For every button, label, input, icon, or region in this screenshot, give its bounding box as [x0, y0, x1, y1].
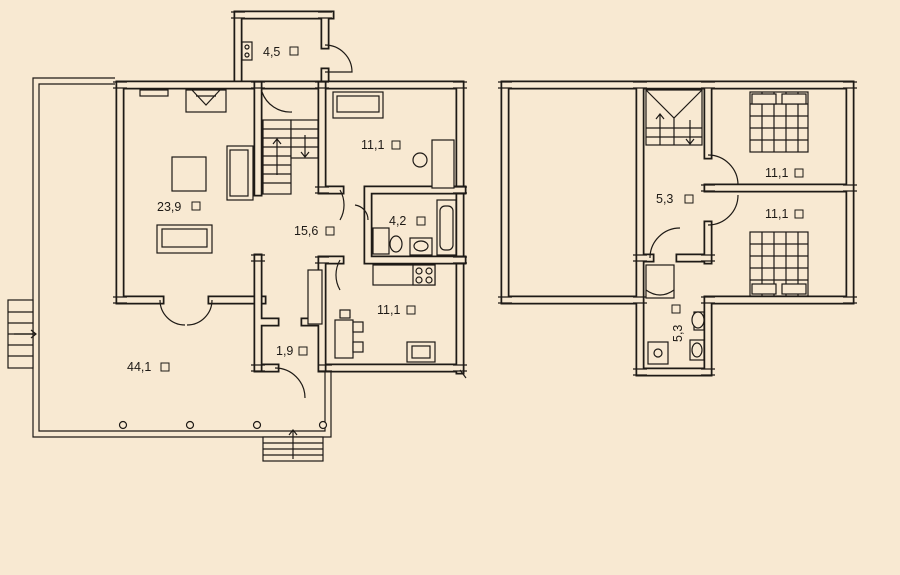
upper-floor-corners [498, 81, 857, 376]
room-area-corridor: 1,9 [276, 344, 293, 358]
terrace-steps-left [7, 299, 37, 369]
upper-floor-stairs [645, 89, 703, 146]
ground-floor-corners [113, 11, 467, 372]
entrance-steps [262, 429, 324, 462]
room-area-terrace: 44,1 [127, 360, 151, 374]
room-area-hall: 15,6 [294, 224, 318, 238]
room-area-wc: 5,3 [671, 325, 685, 342]
room-area-landing: 5,3 [656, 192, 673, 206]
upper-floor-walls [500, 80, 855, 377]
ground-floor-plan: 4,5 23,9 11,1 15,6 4,2 11,1 1,9 44,1 [7, 10, 467, 462]
upper-floor-doors [649, 154, 739, 259]
upper-floor-furniture [645, 91, 809, 365]
room-area-bedroom-1: 11,1 [765, 166, 788, 180]
upper-floor-labels: 5,3 11,1 11,1 5,3 [656, 166, 804, 342]
room-area-vestibule: 4,5 [263, 45, 280, 59]
ground-floor-labels: 4,5 23,9 11,1 15,6 4,2 11,1 1,9 44,1 [127, 45, 426, 374]
room-area-living: 23,9 [157, 200, 181, 214]
ground-floor-stairs [262, 119, 319, 195]
room-area-kitchen-top: 11,1 [361, 138, 384, 152]
room-area-kitchen: 11,1 [377, 303, 400, 317]
terrace-outline [32, 77, 332, 438]
ground-floor-furniture [139, 41, 467, 379]
ground-floor-doors [159, 44, 369, 399]
ground-floor-walls [115, 10, 467, 375]
room-area-bedroom-2: 11,1 [765, 207, 788, 221]
room-area-bathroom: 4,2 [389, 214, 406, 228]
upper-floor-plan: 5,3 11,1 11,1 5,3 [498, 80, 857, 377]
